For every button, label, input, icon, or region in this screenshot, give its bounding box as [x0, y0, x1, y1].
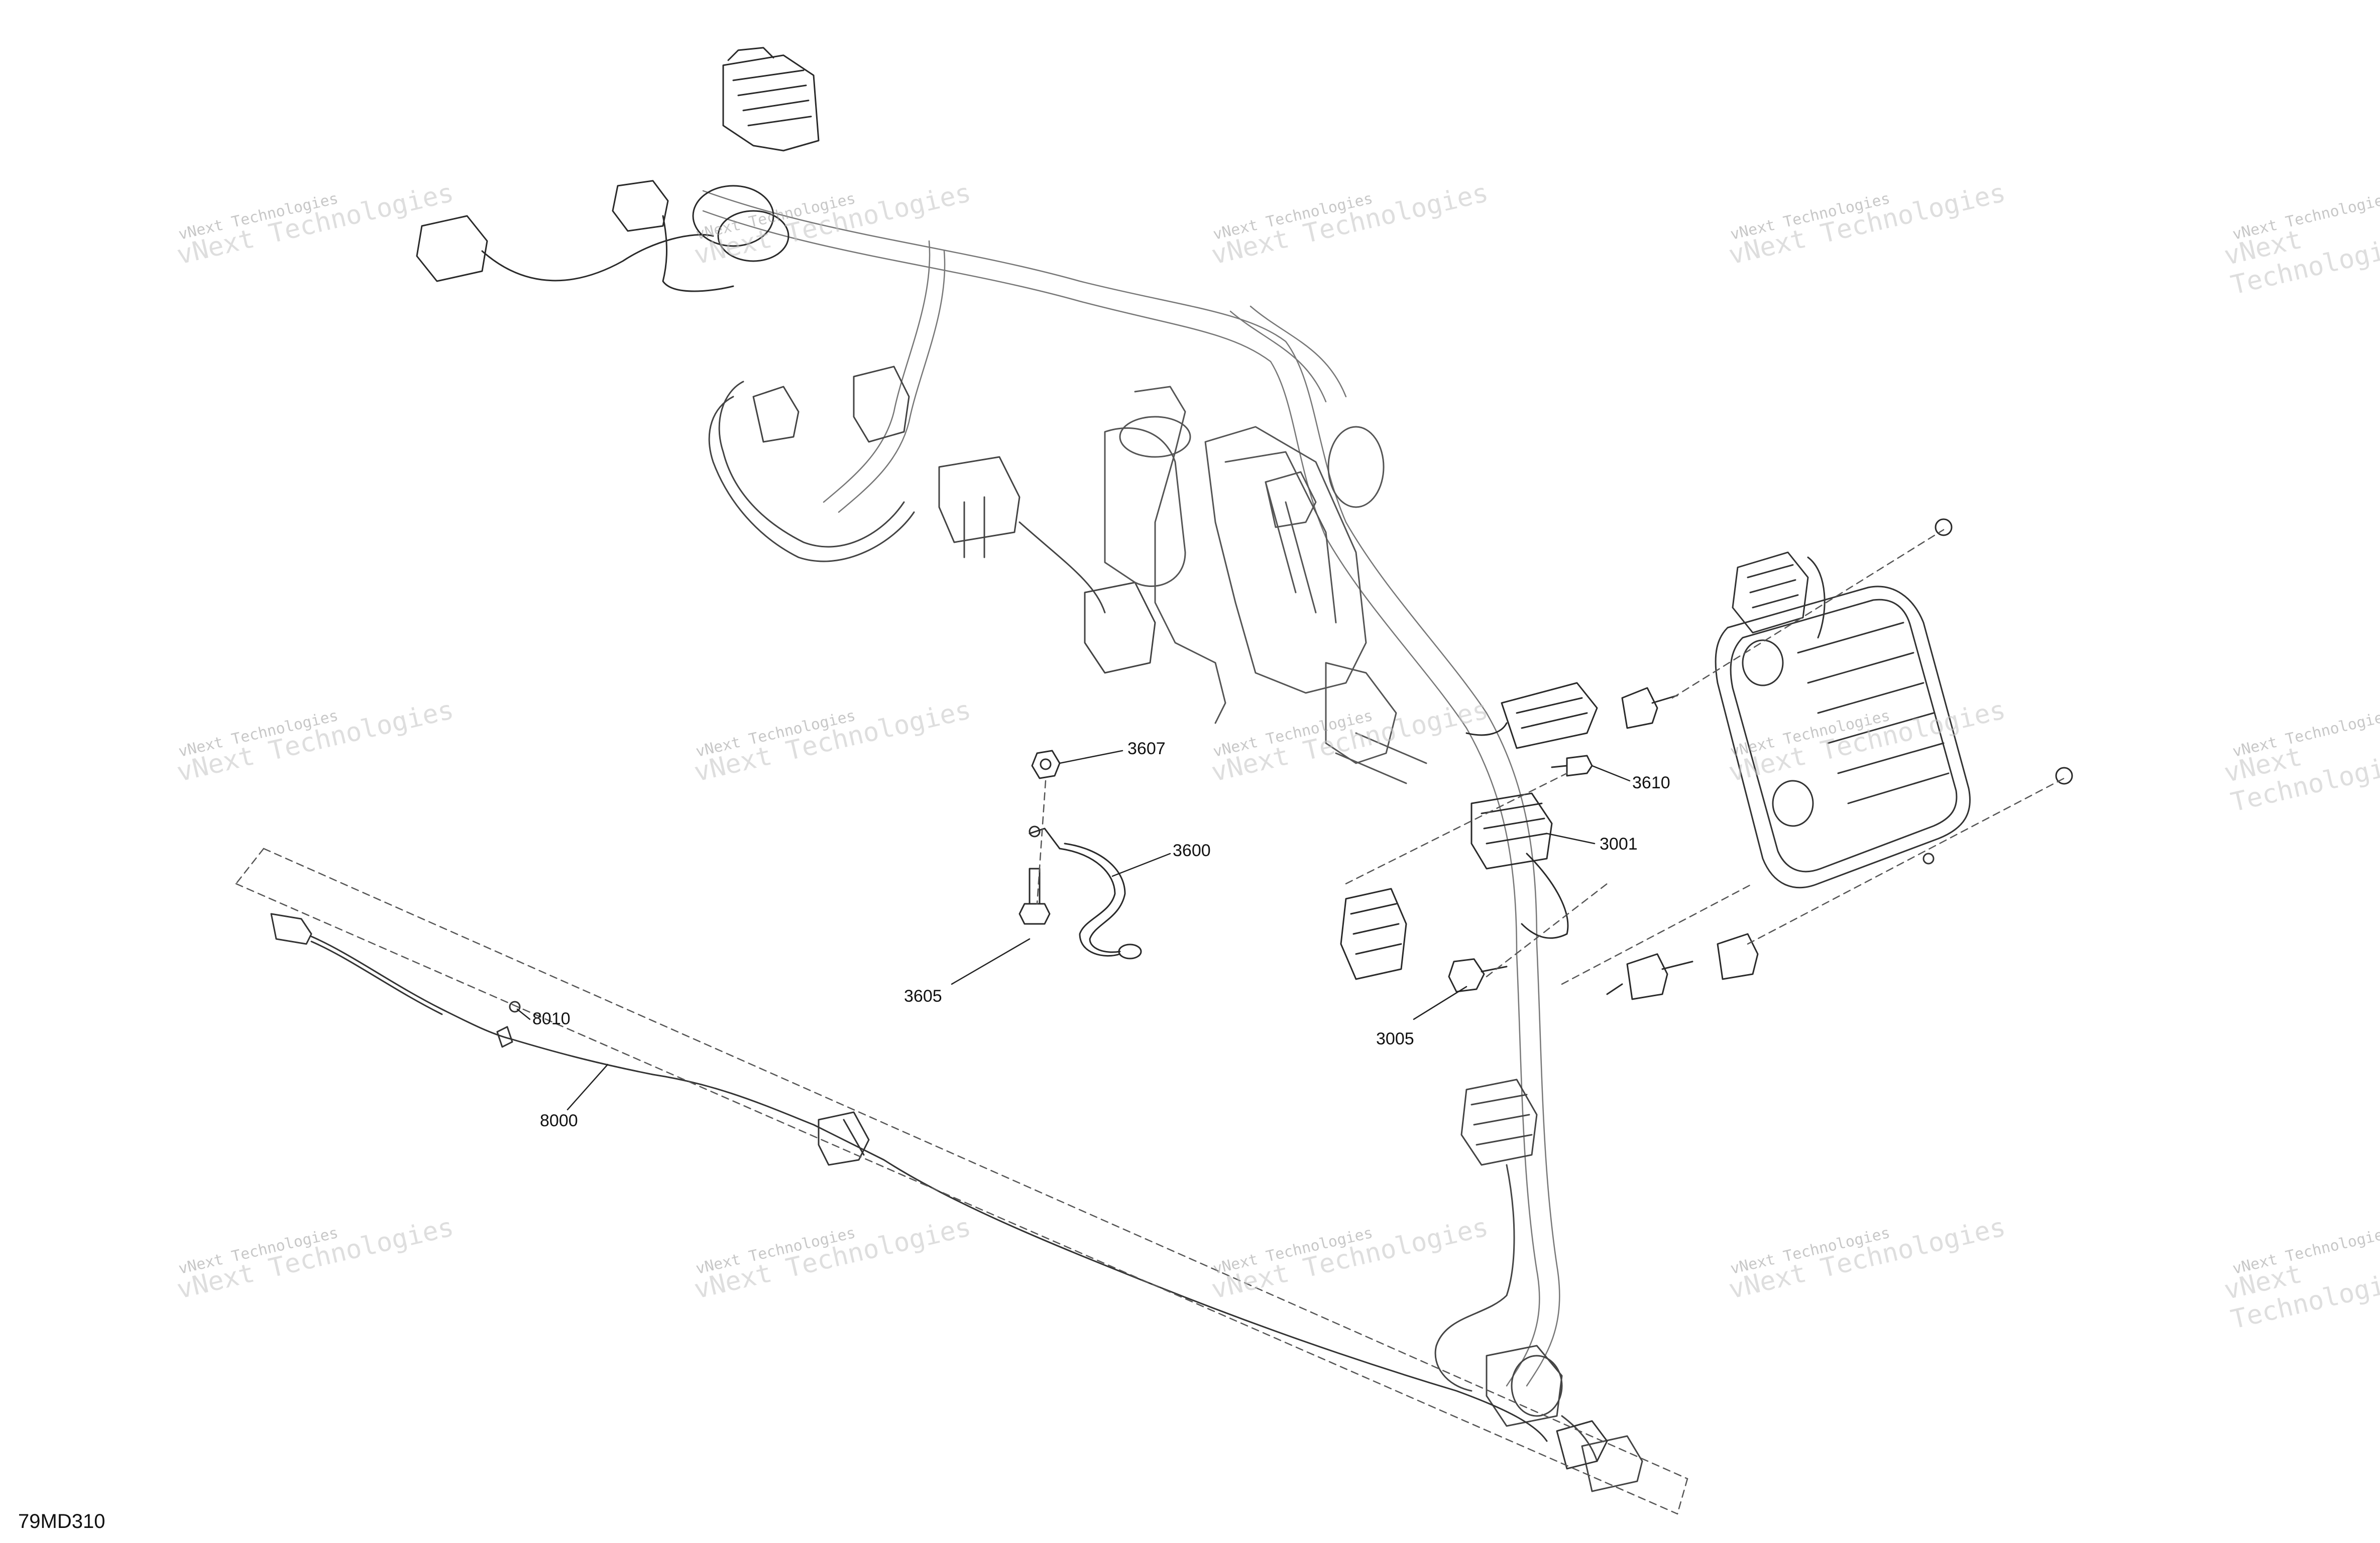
- callout-3001: 3001: [1600, 835, 1638, 854]
- callout-3607: 3607: [1127, 739, 1166, 758]
- callout-8010: 8010: [532, 1009, 571, 1028]
- callout-8000: 8000: [540, 1111, 578, 1130]
- bolt-3005: [1448, 958, 1508, 993]
- ground-cable-3600: [1029, 825, 1142, 960]
- nut-3607: [1031, 750, 1061, 779]
- upper-connector-cluster: [416, 47, 820, 292]
- main-harness: [702, 190, 1560, 1387]
- connector-3001: [1470, 792, 1569, 939]
- leader-lines: [516, 750, 1631, 1111]
- ecu-spacers: [1606, 518, 2073, 1000]
- callout-3610: 3610: [1632, 773, 1670, 792]
- left-branch-harness: [708, 366, 1156, 674]
- screw-3610: [1551, 755, 1593, 777]
- callout-3605: 3605: [904, 987, 942, 1006]
- lower-harness-run: [1434, 1079, 1643, 1492]
- ecu-module: [1715, 551, 1971, 889]
- bolt-3605: [1018, 868, 1051, 925]
- center-bracket-assembly: [1104, 386, 1427, 784]
- assembly-guide-lines: [1036, 529, 2065, 985]
- dashed-envelope-8000: [235, 848, 1688, 1515]
- sensor-harness-8000: [270, 913, 1608, 1470]
- connector-3610-area: [1465, 682, 1598, 749]
- callout-3600: 3600: [1173, 841, 1211, 860]
- center-lower-connector: [1340, 888, 1407, 980]
- diagram-code: 79MD310: [18, 1510, 105, 1532]
- callout-3005: 3005: [1376, 1029, 1414, 1048]
